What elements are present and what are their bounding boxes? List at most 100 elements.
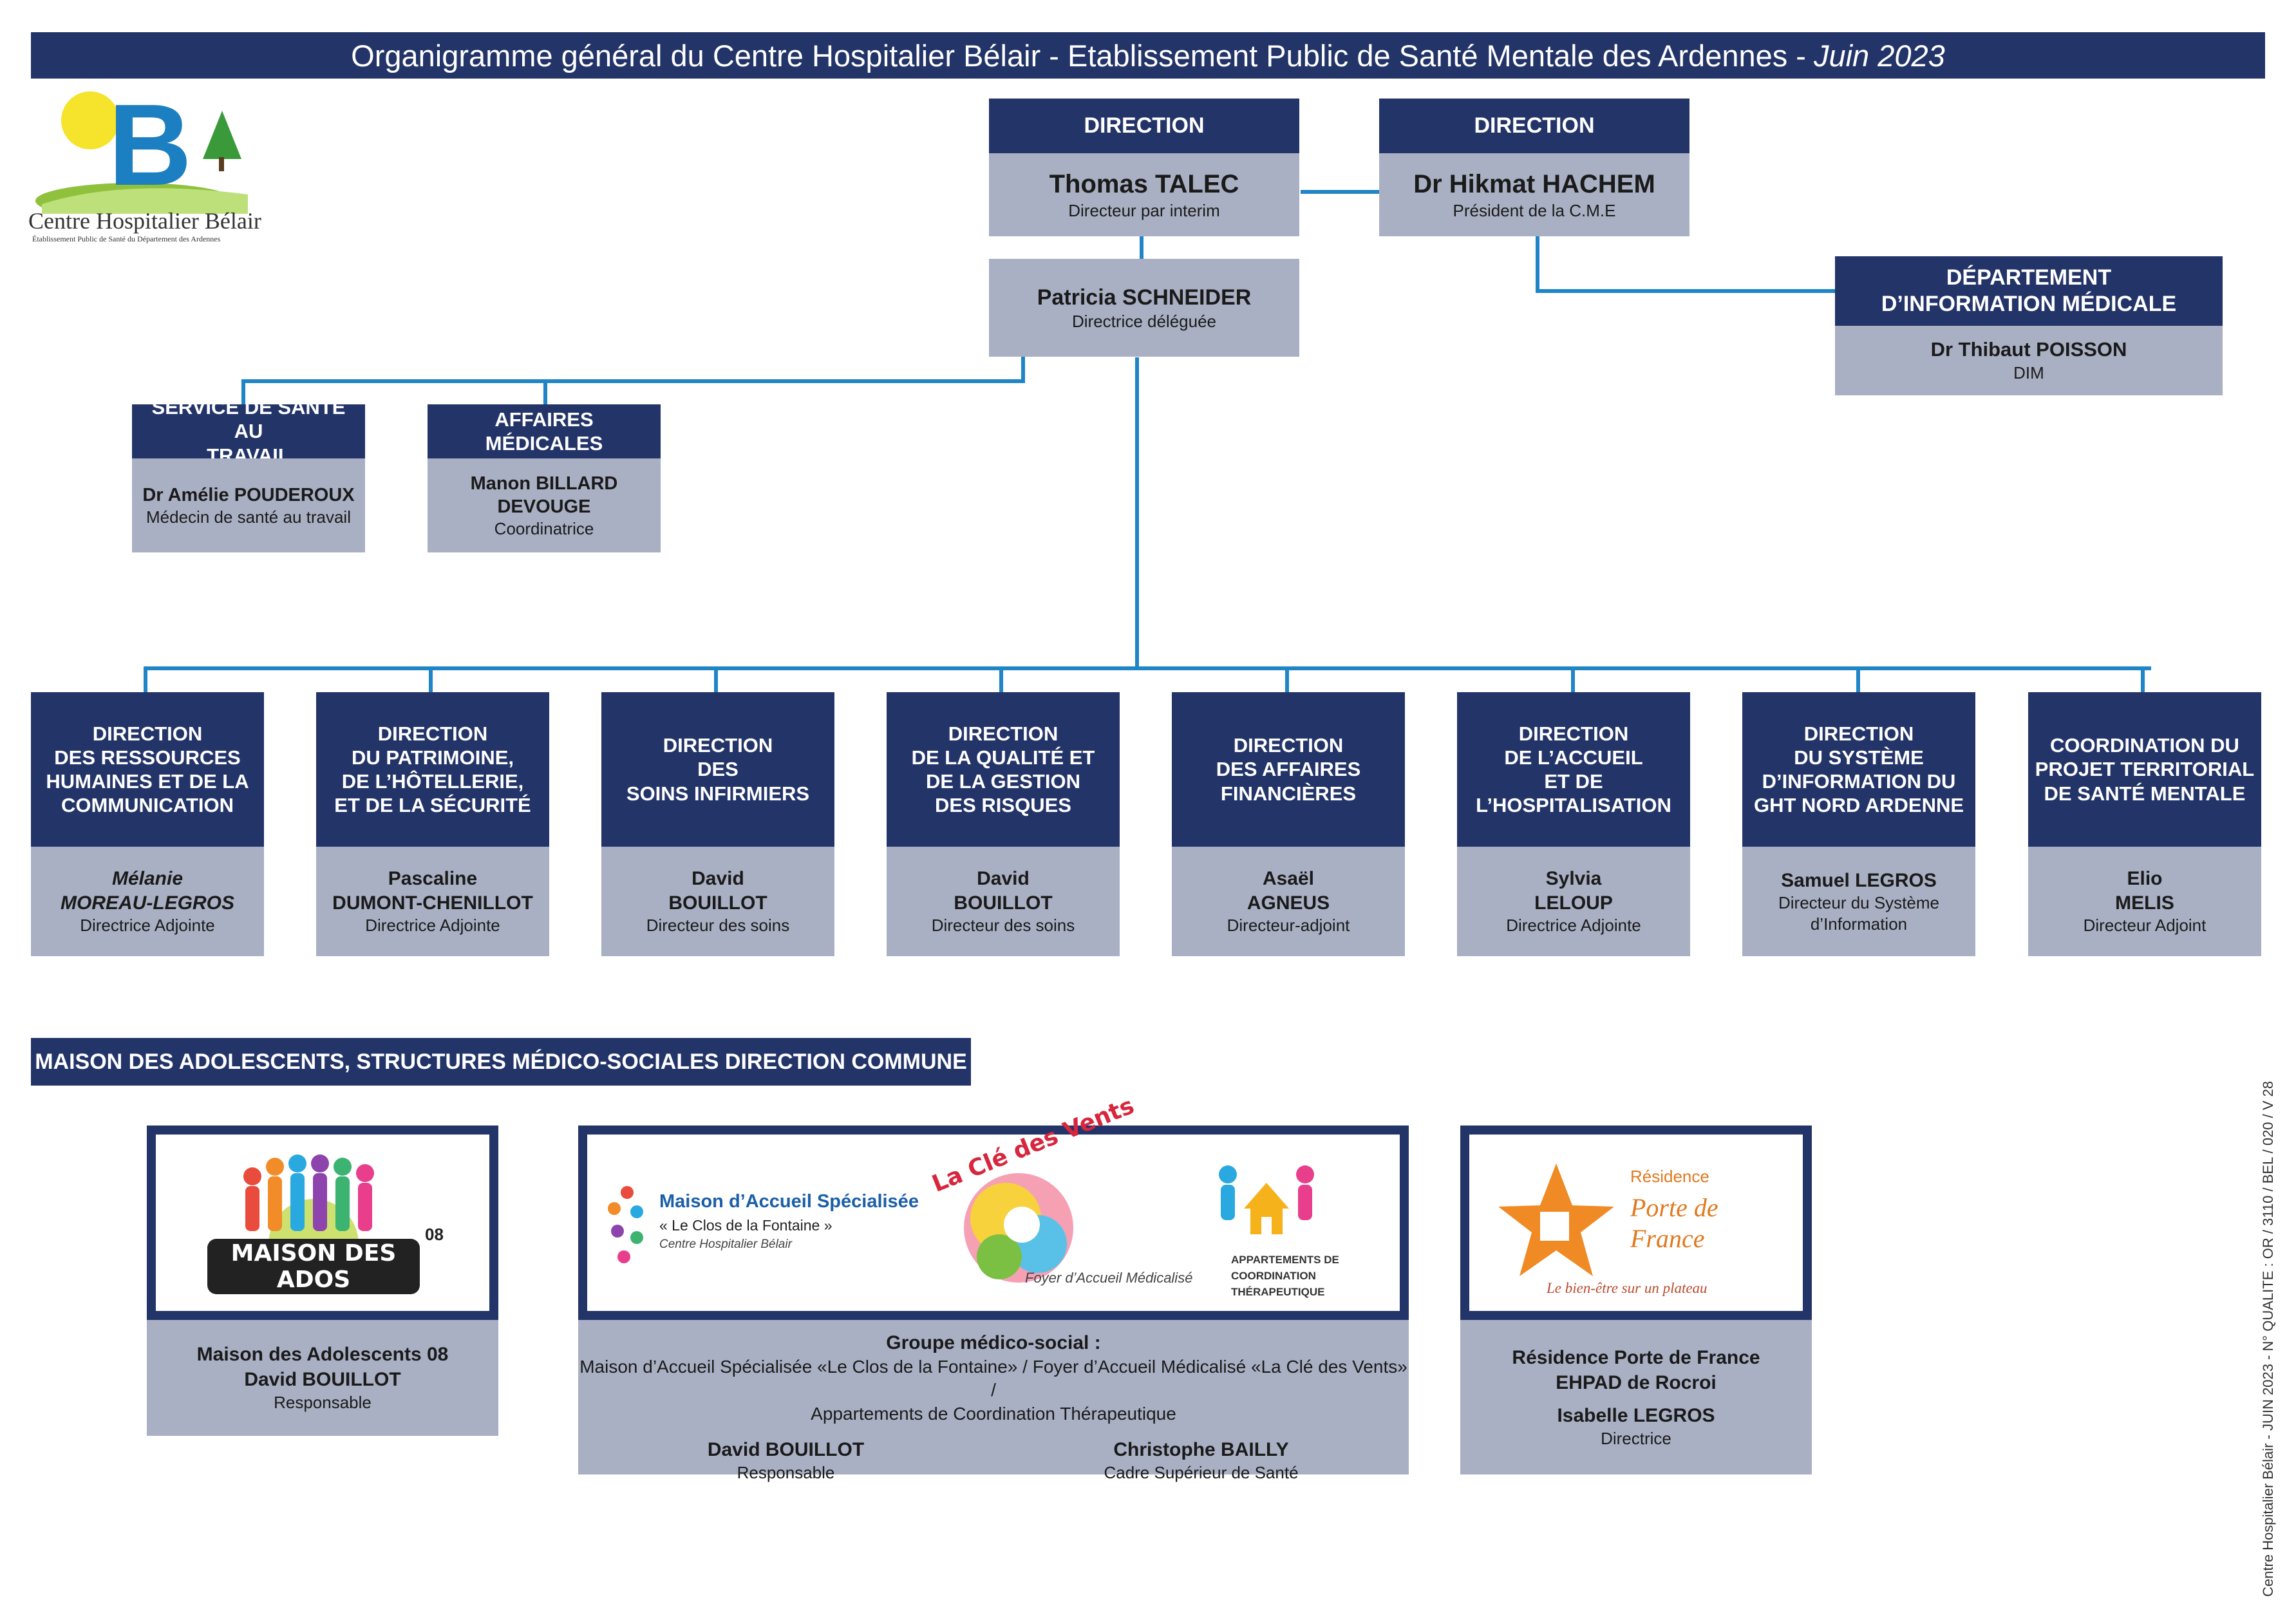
connector (144, 666, 2151, 670)
title-date: Juin 2023 (1813, 38, 1945, 73)
card-header: DIRECTION DES SOINS INFIRMIERS (601, 692, 834, 847)
card-header: DIRECTION DE L’ACCUEIL ET DE L’HOSPITALI… (1457, 692, 1690, 847)
card-header: COORDINATION DU PROJET TERRITORIAL DE SA… (2028, 692, 2261, 847)
person-name: Christophe BAILLY (1113, 1439, 1289, 1461)
logo-letter: B (108, 80, 192, 210)
residence-logo-big-2: France (1630, 1224, 1705, 1253)
person-name: Sylvia LELOUP (1534, 868, 1613, 914)
card-direction-accueil: DIRECTION DE L’ACCUEIL ET DE L’HOSPITALI… (1457, 692, 1690, 956)
card-body: David BOUILLOT Directeur des soins (601, 847, 834, 956)
structure-description: Maison d’Accueil Spécialisée «Le Clos de… (579, 1357, 1407, 1400)
card-body: Dr Amélie POUDEROUX Médecin de santé au … (132, 458, 365, 552)
person-name: Pascaline DUMONT-CHENILLOT (332, 868, 533, 914)
residence-logo-tagline: Le bien-être sur un plateau (1547, 1280, 1708, 1296)
person-role: Directeur-adjoint (1227, 916, 1350, 936)
act-line-1: APPARTEMENTS DE (1231, 1254, 1339, 1266)
structure-title: Maison des Adolescents 08 (196, 1344, 449, 1366)
connector (999, 666, 1003, 692)
connector (429, 666, 433, 692)
card-direction-finances: DIRECTION DES AFFAIRES FINANCIÈRES Asaël… (1172, 692, 1405, 956)
page-title: Organigramme général du Centre Hospitali… (31, 32, 2265, 79)
act-line-3: THÉRAPEUTIQUE (1231, 1286, 1325, 1298)
person-role: Directeur par interim (1068, 201, 1220, 221)
card-direction-general: DIRECTION Thomas TALEC Directeur par int… (989, 99, 1299, 236)
card-header: DIRECTION DU SYSTÈME D’INFORMATION DU GH… (1742, 692, 1975, 847)
card-header: DIRECTION DE LA QUALITÉ ET DE LA GESTION… (887, 692, 1120, 847)
card-direction-rh: DIRECTION DES RESSOURCES HUMAINES ET DE … (31, 692, 264, 956)
person-name: David BOUILLOT (954, 868, 1053, 914)
person-role: Directrice déléguée (1071, 312, 1216, 331)
residence-logo-big-1: Porte de (1630, 1193, 1718, 1222)
maison-ados-logo-number: 08 (425, 1225, 444, 1244)
connector (714, 666, 718, 692)
connector (1536, 235, 1539, 293)
card-header: DIRECTION DU PATRIMOINE, DE L’HÔTELLERIE… (316, 692, 549, 847)
structure-title: Résidence Porte de France (1512, 1346, 1760, 1368)
card-body: Dr Thibaut POISSON DIM (1835, 326, 2223, 395)
residence-logo-small: Résidence (1630, 1167, 1709, 1186)
star-logo-icon (1498, 1163, 1614, 1276)
connector (1285, 666, 1289, 692)
card-header: AFFAIRES MÉDICALES (428, 404, 661, 458)
structure-subtitle: EHPAD de Rocroi (1556, 1371, 1717, 1393)
card-body: Manon BILLARD DEVOUGE Coordinatrice (428, 458, 661, 552)
card-header: DÉPARTEMENT D’INFORMATION MÉDICALE (1835, 256, 2223, 326)
connector (1536, 289, 1838, 293)
person-name: Isabelle LEGROS (1557, 1404, 1715, 1426)
card-directrice-deleguee: Patricia SCHNEIDER Directrice déléguée (989, 259, 1299, 357)
person-role: Directrice Adjointe (80, 916, 215, 936)
person-role: DIM (2013, 363, 2044, 383)
card-header: DIRECTION (1379, 99, 1689, 153)
groupe-person-2: Christophe BAILLY Cadre Supérieur de San… (993, 1437, 1409, 1484)
card-sante-travail: SERVICE DE SANTÉ AU TRAVAIL Dr Amélie PO… (132, 396, 365, 552)
card-body: Dr Hikmat HACHEM Président de la C.M.E (1379, 153, 1689, 236)
card-header: DIRECTION (989, 99, 1299, 153)
groupe-person-1: David BOUILLOT Responsable (578, 1437, 993, 1484)
act-line-2: COORDINATION (1231, 1270, 1316, 1282)
card-header: DIRECTION DES AFFAIRES FINANCIÈRES (1172, 692, 1405, 847)
logo-name: Centre Hospitalier Bélair (28, 208, 261, 234)
person-name: David BOUILLOT (668, 868, 767, 914)
residence-logo-box: Résidence Porte de France Le bien-être s… (1460, 1126, 1812, 1320)
person-name: David BOUILLOT (244, 1369, 401, 1391)
connector (2141, 666, 2145, 692)
card-header: DIRECTION DES RESSOURCES HUMAINES ET DE … (31, 692, 264, 847)
connector (241, 379, 1025, 383)
card-body: Thomas TALEC Directeur par interim (989, 153, 1299, 236)
person-name: Manon BILLARD DEVOUGE (470, 473, 618, 517)
logo-mark-icon (35, 91, 248, 219)
card-header: SERVICE DE SANTÉ AU TRAVAIL (132, 396, 365, 467)
maison-ados-logo-box: MAISON DES ADOS 08 (147, 1126, 498, 1320)
card-body: Asaël AGNEUS Directeur-adjoint (1172, 847, 1405, 956)
maison-ados-logo-text: MAISON DES ADOS (207, 1239, 420, 1294)
person-role: Directeur des soins (646, 916, 790, 936)
person-role: Cadre Supérieur de Santé (1104, 1463, 1299, 1483)
hospital-logo: B Centre Hospitalier Bélair Établissemen… (26, 80, 290, 246)
person-name: Elio MELIS (2115, 868, 2174, 914)
connector (1135, 357, 1139, 670)
groupe-people: David BOUILLOT Responsable Christophe BA… (578, 1437, 1409, 1484)
section-title: MAISON DES ADOLESCENTS, STRUCTURES MÉDIC… (31, 1038, 971, 1086)
person-role: Directeur du Système d’Information (1778, 893, 1939, 934)
person-role: Directrice (1601, 1428, 1671, 1448)
card-dim: DÉPARTEMENT D’INFORMATION MÉDICALE Dr Th… (1835, 256, 2223, 395)
card-body: Elio MELIS Directeur Adjoint (2028, 847, 2261, 956)
person-role: Directrice Adjointe (365, 916, 500, 936)
person-role: Directeur des soins (931, 916, 1075, 936)
person-name: Dr Amélie POUDEROUX (142, 484, 355, 505)
connector (241, 379, 245, 406)
connector (1140, 225, 1143, 259)
connector (144, 666, 147, 692)
structure-title: Groupe médico-social : (886, 1332, 1101, 1353)
cle-des-vents-logo-icon (964, 1173, 1073, 1283)
connector (1021, 351, 1025, 383)
person-name: Thomas TALEC (1049, 170, 1239, 199)
groupe-medico-social-logo-box: Maison d’Accueil Spécialisée « Le Clos d… (578, 1093, 1409, 1320)
person-role: Responsable (737, 1463, 835, 1483)
person-name: Mélanie MOREAU-LEGROS (61, 868, 234, 914)
card-body: David BOUILLOT Directeur des soins (887, 847, 1120, 956)
card-president-cme: DIRECTION Dr Hikmat HACHEM Président de … (1379, 99, 1689, 236)
connector (1301, 190, 1381, 194)
structure-description: Appartements de Coordination Thérapeutiq… (811, 1403, 1176, 1424)
card-direction-qualite: DIRECTION DE LA QUALITÉ ET DE LA GESTION… (887, 692, 1120, 956)
